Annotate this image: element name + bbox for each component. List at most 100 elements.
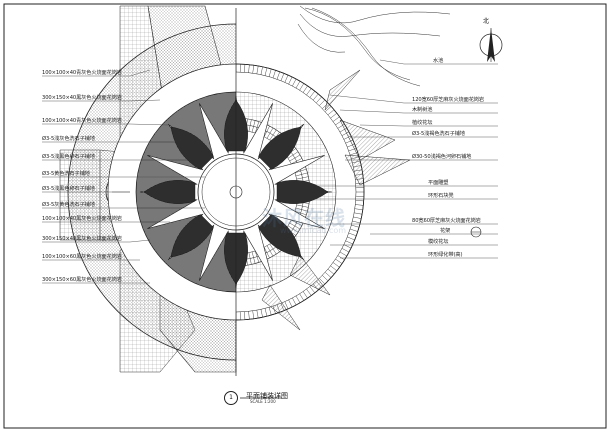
north-label: 北	[483, 18, 490, 25]
bench-tick	[248, 252, 252, 265]
paver-tick	[244, 311, 246, 320]
paver-tick	[352, 220, 361, 224]
paver-tick	[325, 106, 332, 112]
paver-tick	[354, 208, 363, 211]
paver-tick	[345, 240, 354, 245]
paver-tick	[299, 293, 305, 301]
star-petal	[143, 180, 196, 204]
pond	[297, 5, 451, 87]
bench-tick	[289, 222, 301, 230]
bench-tick	[248, 119, 252, 132]
paver-tick	[295, 295, 301, 303]
paver-tick	[355, 200, 364, 202]
leader-line	[329, 94, 498, 104]
material-label-l3: 100×100×40青灰色火烧面花岗岩	[42, 118, 122, 124]
paver-tick	[268, 307, 272, 316]
material-label-r8: 80宽60厚芝麻灰火烧面花岗岩	[412, 218, 481, 224]
leader-line	[42, 239, 151, 243]
paver-tick	[316, 96, 322, 103]
star-petal	[258, 126, 302, 170]
leader-line	[379, 59, 498, 65]
flower-bed-wedges	[261, 69, 411, 331]
bench-tick	[251, 251, 256, 264]
section-symbol-icon	[470, 226, 482, 238]
paver-tick	[292, 78, 297, 87]
paver-tick	[355, 204, 364, 206]
bench-tick	[287, 225, 299, 233]
material-label-r2: 木制树池	[412, 107, 433, 113]
paver-tick	[260, 309, 263, 318]
bench-tick	[296, 204, 309, 208]
paver-tick	[268, 68, 272, 77]
paver-tick	[256, 310, 259, 319]
material-label-l5: Ø3-5浅黑色卵石子铺地	[42, 154, 95, 160]
leader-line	[359, 124, 498, 127]
paver-tick	[327, 109, 335, 116]
material-label-r1: 120宽60厚芝麻灰火烧面花岗岩	[412, 97, 484, 103]
material-label-l10: 300×150×40黑灰色火烧面花岗岩	[42, 236, 122, 242]
bench-tick	[266, 245, 274, 257]
paver-tick	[302, 85, 308, 93]
paver-tick	[354, 212, 363, 215]
material-label-l4: Ø3-5浅灰色洗石子铺地	[42, 136, 95, 142]
drawing-number: 1	[224, 391, 238, 405]
paver-tick	[337, 255, 345, 261]
bench-tick	[294, 210, 307, 216]
paver-tick	[306, 288, 312, 296]
material-label-r3: 植纹花坛	[412, 120, 433, 126]
paver-tick	[276, 71, 280, 80]
bench-tick	[291, 158, 303, 165]
bench-tick	[266, 127, 274, 139]
paver-tick	[353, 216, 362, 219]
paver-tick	[330, 113, 338, 119]
paver-tick	[252, 65, 255, 74]
paver-tick	[248, 311, 250, 320]
material-label-r4: Ø3-5浅褐色洗石子铺地	[412, 131, 465, 137]
paver-tick	[319, 99, 326, 106]
bench-tick	[287, 151, 299, 159]
paver-tick	[319, 278, 326, 285]
paver-tick	[292, 297, 297, 306]
sheet-border	[3, 3, 607, 429]
leader-line	[42, 123, 169, 126]
material-label-r10: 模纹花坛	[428, 239, 449, 245]
paver-tick	[306, 88, 312, 96]
right-leader-lines	[300, 59, 498, 259]
material-label-r11: 环形绿化带(高)	[428, 252, 463, 258]
paver-tick	[350, 228, 358, 232]
leader-line	[42, 69, 151, 77]
watermark-url: www.mfcad.com	[280, 226, 347, 235]
bench-tick	[291, 219, 303, 226]
paver-tick	[248, 64, 250, 73]
material-label-r0: 水池	[433, 58, 444, 64]
material-label-l11: 100×100×60黑灰色火烧面花岗岩	[42, 254, 122, 260]
paver-tick	[288, 299, 293, 308]
material-label-l12: 300×150×60黑灰色火烧面花岗岩	[42, 277, 122, 283]
paver-tick	[332, 262, 340, 268]
bench-tick	[251, 120, 256, 133]
paver-tick	[280, 73, 285, 81]
star-petal	[170, 126, 214, 170]
bench-tick	[289, 154, 301, 162]
paver-tick	[327, 268, 335, 275]
drawing-scale: SCALE 1:200	[250, 399, 276, 404]
paver-tick	[295, 81, 301, 89]
bench-tick	[263, 125, 270, 137]
paver-tick	[284, 74, 289, 83]
bench-tick	[254, 250, 260, 263]
bench-tick	[263, 247, 270, 259]
paver-tick	[322, 275, 329, 282]
bench-tick	[269, 243, 277, 255]
bench-tick	[295, 172, 308, 177]
paver-tick	[260, 66, 263, 75]
leader-line	[42, 99, 161, 102]
material-label-r7: 环形石块凳	[428, 193, 454, 199]
paver-tick	[288, 76, 293, 85]
paver-tick	[347, 236, 355, 241]
material-label-l8: Ø3-5灰黄色洗石子铺地	[42, 202, 95, 208]
paver-tick	[264, 308, 268, 317]
paver-tick	[348, 232, 357, 236]
material-label-l1: 100×100×40青灰色火烧面花岗岩	[42, 70, 122, 76]
material-label-l6: Ø3-5黄色洗石子铺地	[42, 171, 90, 177]
